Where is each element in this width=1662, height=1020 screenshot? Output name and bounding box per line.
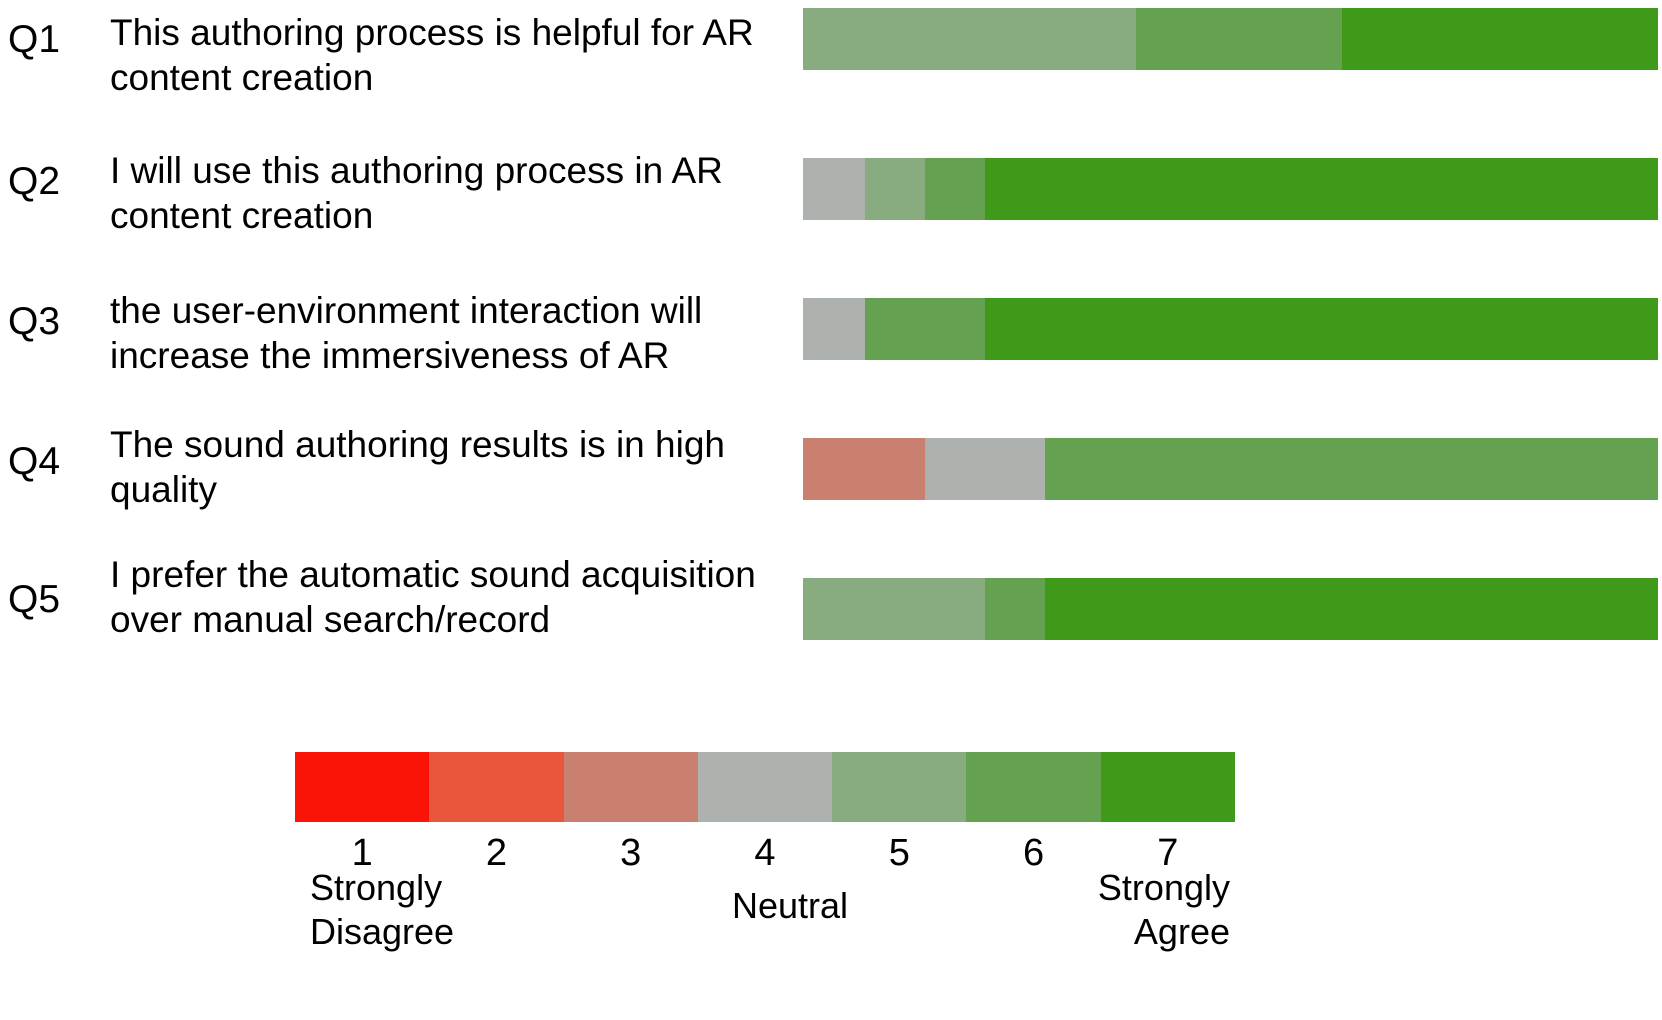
question-code-q2: Q2 <box>8 160 61 203</box>
legend-swatch-strongly-agree-dark-green <box>1100 752 1235 822</box>
question-code-q4: Q4 <box>8 440 61 483</box>
legend-tick-6: 6 <box>1022 832 1045 874</box>
question-text-q4: The sound authoring results is in high q… <box>110 424 725 510</box>
question-text-q5: I prefer the automatic sound acquisition… <box>110 554 756 640</box>
legend-tick-7: 7 <box>1157 832 1179 874</box>
bar-segment-rating-6 <box>865 298 986 360</box>
question-text-q2: I will use this authoring process in AR … <box>110 150 723 236</box>
legend-tick-3: 3 <box>620 832 642 874</box>
anchor-label-neutral: Neutral <box>731 885 849 926</box>
bar-segment-rating-6 <box>1136 8 1342 70</box>
legend-tick-2: 2 <box>485 832 507 874</box>
bar-segment-rating-6 <box>985 578 1045 640</box>
legend-color-scale <box>295 752 1235 822</box>
question-code-q1: Q1 <box>8 18 61 61</box>
legend-swatch-somewhat-disagree-salmon <box>563 752 698 822</box>
legend-swatch-strongly-disagree-red <box>295 752 430 822</box>
bar-segment-rating-4 <box>925 438 1045 500</box>
bar-segment-rating-5 <box>803 578 986 640</box>
legend-swatch-agree-medium-green <box>966 752 1101 822</box>
bar-segment-rating-4 <box>803 298 866 360</box>
bar-segment-rating-7 <box>1044 578 1658 640</box>
bar-segment-rating-5 <box>803 8 1137 70</box>
legend-tick-4: 4 <box>754 832 776 874</box>
legend-swatch-neutral-gray <box>697 752 833 822</box>
legend-swatch-somewhat-agree-light-green <box>832 752 967 822</box>
anchor-label-strongly-agree: Strongly Agree <box>1097 867 1230 952</box>
anchor-label-strongly-disagree: Strongly Disagree <box>310 867 455 952</box>
stacked-bar-q1 <box>803 8 1658 70</box>
question-text-q1: This authoring process is helpful for AR… <box>110 12 754 98</box>
stacked-bar-q3 <box>803 298 1658 360</box>
legend-tick-5: 5 <box>888 832 910 874</box>
question-code-q3: Q3 <box>8 300 61 343</box>
bar-segment-rating-5 <box>865 158 926 220</box>
question-text-q3: the user-environment interaction will in… <box>110 290 703 376</box>
question-code-q5: Q5 <box>8 578 61 621</box>
bar-segment-rating-6 <box>925 158 986 220</box>
legend-tick-1: 1 <box>351 832 373 874</box>
bar-segment-rating-4 <box>803 158 866 220</box>
stacked-bar-q5 <box>803 578 1658 640</box>
stacked-bar-q2 <box>803 158 1658 220</box>
bar-segment-rating-3 <box>803 438 926 500</box>
bar-segment-rating-6 <box>1044 438 1658 500</box>
bar-segment-rating-7 <box>1341 8 1658 70</box>
legend-tick-labels: 1 2 3 4 5 6 7 <box>295 830 1235 880</box>
bar-segment-rating-7 <box>985 158 1658 220</box>
legend-swatch-disagree-orange-red <box>429 752 564 822</box>
stacked-bar-q4 <box>803 438 1658 500</box>
bar-segment-rating-7 <box>985 298 1658 360</box>
